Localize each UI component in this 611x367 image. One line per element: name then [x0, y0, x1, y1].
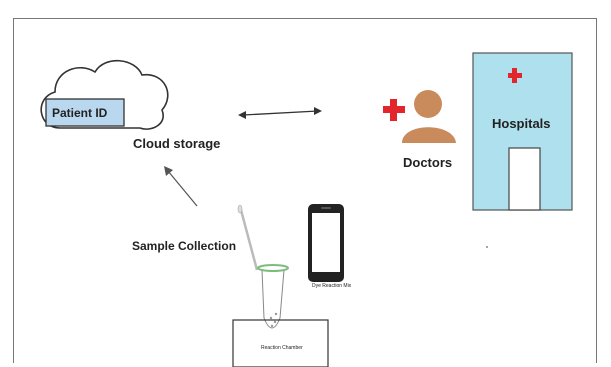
doctor-icon: [402, 90, 456, 143]
reaction-mix-label: Dye Reaction Mix: [312, 283, 352, 289]
test-tube-icon: [257, 264, 289, 329]
hospitals-label: Hospitals: [492, 116, 551, 131]
reaction-chamber-label: Reaction Chamber: [261, 345, 303, 351]
patient-id-label: Patient ID: [52, 106, 108, 120]
swab-icon: [237, 204, 259, 271]
hospital-cross-v: [512, 68, 517, 83]
patient-id-box: [45, 98, 125, 127]
doctors-label: Doctors: [403, 155, 453, 170]
hospital-icon: [472, 52, 573, 211]
bidirectional-arrow: [238, 107, 322, 119]
upload-arrow: [164, 166, 198, 207]
cloud-storage-label: Cloud storage: [133, 136, 221, 151]
smartphone-icon: [308, 204, 344, 282]
sample-collection-label: Sample Collection: [132, 239, 237, 253]
medical-cross-icon: [383, 99, 405, 121]
hospital-door: [508, 147, 541, 211]
diagram-frame: [13, 18, 597, 363]
reaction-chamber: [232, 319, 329, 367]
speck: [486, 246, 488, 248]
